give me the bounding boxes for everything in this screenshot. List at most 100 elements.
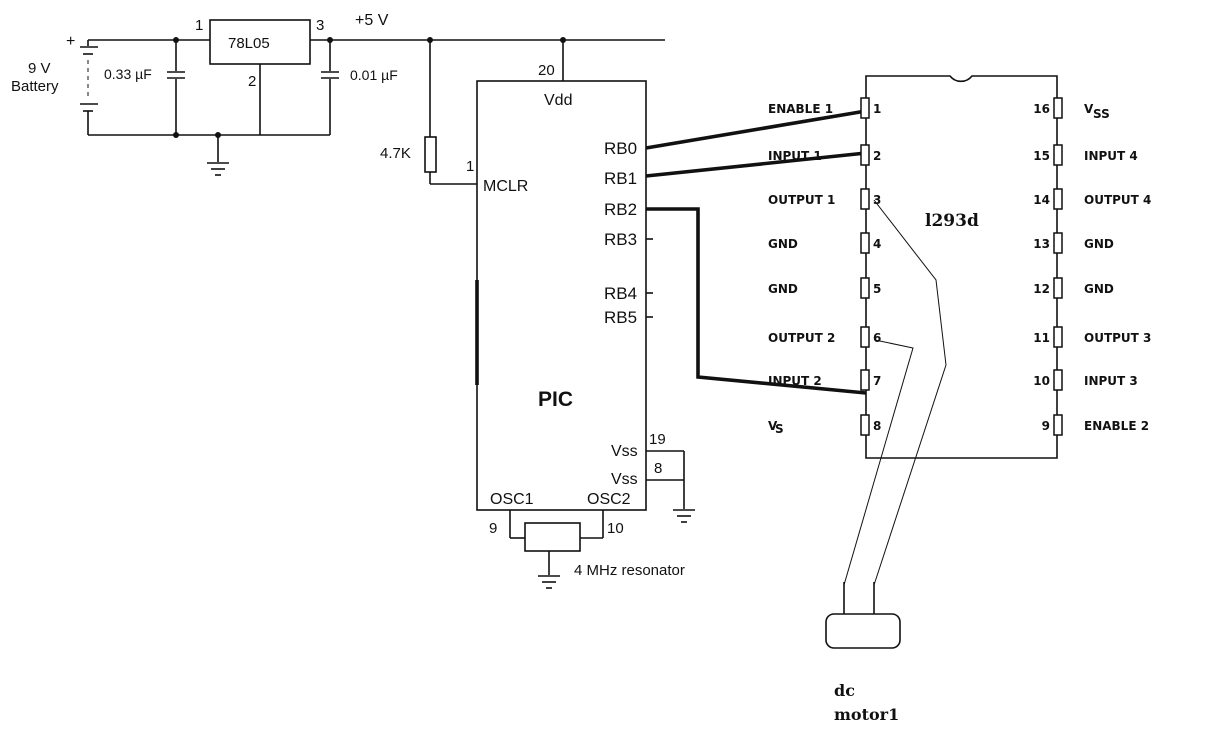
mclr-pin-number: 1 bbox=[466, 158, 474, 175]
l293d-left-pin-shape bbox=[860, 144, 870, 166]
l293d-pin-number: 4 bbox=[873, 237, 881, 251]
l293d-pin-number: 13 bbox=[1033, 237, 1050, 251]
l293d-pin-number: 7 bbox=[873, 374, 881, 388]
port-rb2: RB2 bbox=[604, 200, 637, 219]
ground-symbol-resonator bbox=[538, 575, 560, 589]
ground-symbol-pic bbox=[673, 509, 695, 523]
vss-label-a: Vss bbox=[611, 443, 638, 460]
dc-motor bbox=[825, 613, 901, 649]
l293d-right-pin-shape bbox=[1053, 369, 1063, 391]
l293d-pin-number: 6 bbox=[873, 331, 881, 345]
l293d-pin-number: 10 bbox=[1033, 374, 1050, 388]
battery-symbol bbox=[80, 40, 98, 135]
battery-plus-sign: + bbox=[66, 33, 75, 50]
l293d-pin-number: 12 bbox=[1033, 282, 1050, 296]
vss-subscript: SS bbox=[1093, 107, 1110, 121]
battery-voltage-label: 9 V bbox=[28, 60, 51, 77]
resistor-label: 4.7K bbox=[380, 145, 411, 162]
osc2-label: OSC2 bbox=[587, 491, 631, 508]
capacitor-0-01uf bbox=[321, 40, 339, 135]
vss-pin-19: 19 bbox=[649, 431, 666, 448]
pic-name: PIC bbox=[538, 388, 573, 411]
regulator-label: 78L05 bbox=[228, 35, 270, 52]
l293d-right-pin-shape bbox=[1053, 277, 1063, 299]
l293d-pin-number: 9 bbox=[1042, 419, 1050, 433]
cap-0-01uf-label: 0.01 µF bbox=[350, 67, 398, 83]
pic-section: 4.7K 20 Vdd 1 MCLR PIC RB0 RB1 RB2 RB3 R… bbox=[380, 40, 695, 589]
supply-voltage-label: +5 V bbox=[355, 12, 389, 29]
l293d-pin-label: ENABLE 2 bbox=[1084, 419, 1149, 433]
l293d-pin-label: GND bbox=[1084, 237, 1114, 251]
vss-label-b: Vss bbox=[611, 471, 638, 488]
regulator-pin-2: 2 bbox=[248, 73, 256, 90]
ground-symbol-power bbox=[207, 135, 229, 176]
l293d-right-pin-shape bbox=[1053, 188, 1063, 210]
port-rb3: RB3 bbox=[604, 230, 637, 249]
l293d-pin-label: OUTPUT 1 bbox=[768, 193, 835, 207]
power-supply-section: + 9 V Battery 0.33 µF 78L05 1 3 2 0.01 µ… bbox=[11, 12, 665, 176]
port-rb0: RB0 bbox=[604, 139, 637, 158]
wire-rb0-enable1 bbox=[645, 109, 867, 150]
l293d-pin-number: 14 bbox=[1033, 193, 1050, 207]
wire-rb1-input1 bbox=[645, 151, 867, 178]
pic-chip bbox=[476, 80, 647, 511]
l293d-right-pin-shape bbox=[1053, 414, 1063, 436]
l293d-pin-label: GND bbox=[1084, 282, 1114, 296]
motor-section: dc motor1 bbox=[825, 199, 947, 724]
l293d-pin-number: 5 bbox=[873, 282, 881, 296]
resistor-4-7k bbox=[424, 136, 437, 173]
l293d-pin-label: GND bbox=[768, 237, 798, 251]
l293d-pin-number: 1 bbox=[873, 102, 881, 116]
l293d-pin-label: OUTPUT 3 bbox=[1084, 331, 1151, 345]
mclr-label: MCLR bbox=[483, 178, 528, 195]
l293d-pin-label: INPUT 3 bbox=[1084, 374, 1138, 388]
l293d-pin-label: OUTPUT 4 bbox=[1084, 193, 1151, 207]
l293d-left-pin-shape bbox=[860, 414, 870, 436]
l293d-left-pin-shape bbox=[860, 277, 870, 299]
vs-subscript: S bbox=[775, 422, 784, 436]
l293d-pin-number: 16 bbox=[1033, 102, 1050, 116]
l293d-chip bbox=[865, 75, 1058, 459]
l293d-right-pin-shape bbox=[1053, 97, 1063, 119]
wire-rb2-input2 bbox=[646, 207, 867, 395]
regulator-pin-3: 3 bbox=[316, 17, 324, 34]
l293d-pin-label: INPUT 4 bbox=[1084, 149, 1138, 163]
l293d-pin-label: OUTPUT 2 bbox=[768, 331, 835, 345]
resonator-4mhz bbox=[524, 522, 581, 552]
l293d-right-pin-shape bbox=[1053, 326, 1063, 348]
l293d-name: l293d bbox=[925, 211, 979, 231]
l293d-pin-number: 3 bbox=[873, 193, 881, 207]
wire-output1-motor bbox=[873, 199, 947, 586]
l293d-pin-number: 2 bbox=[873, 149, 881, 163]
motor-label-name: motor1 bbox=[834, 705, 899, 724]
cap-0-33uf-label: 0.33 µF bbox=[104, 66, 152, 82]
battery-label: Battery bbox=[11, 78, 59, 95]
capacitor-0-33uf bbox=[167, 40, 185, 135]
vdd-label: Vdd bbox=[544, 92, 572, 109]
vss-pin-8: 8 bbox=[654, 460, 662, 477]
l293d-left-pin-shape bbox=[860, 232, 870, 254]
regulator-pin-1: 1 bbox=[195, 17, 203, 34]
l293d-pin-label: V bbox=[1084, 102, 1094, 116]
l293d-right-pin-shape bbox=[1053, 144, 1063, 166]
osc2-pin-number: 10 bbox=[607, 520, 624, 537]
vdd-pin-number: 20 bbox=[538, 62, 555, 79]
port-rb4: RB4 bbox=[604, 284, 637, 303]
l293d-pin-label: ENABLE 1 bbox=[768, 102, 833, 116]
l293d-left-pin-shape bbox=[860, 369, 870, 391]
resonator-label: 4 MHz resonator bbox=[574, 562, 685, 579]
motor-label-dc: dc bbox=[834, 681, 855, 700]
port-rb5: RB5 bbox=[604, 308, 637, 327]
osc1-label: OSC1 bbox=[490, 491, 534, 508]
l293d-pin-number: 8 bbox=[873, 419, 881, 433]
l293d-left-pin-shape bbox=[860, 97, 870, 119]
l293d-pin-label: GND bbox=[768, 282, 798, 296]
l293d-pin-number: 11 bbox=[1033, 331, 1050, 345]
l293d-left-pin-shape bbox=[860, 326, 870, 348]
l293d-pin-label: INPUT 1 bbox=[768, 149, 822, 163]
l293d-pin-label: INPUT 2 bbox=[768, 374, 822, 388]
l293d-left-pin-shape bbox=[860, 188, 870, 210]
